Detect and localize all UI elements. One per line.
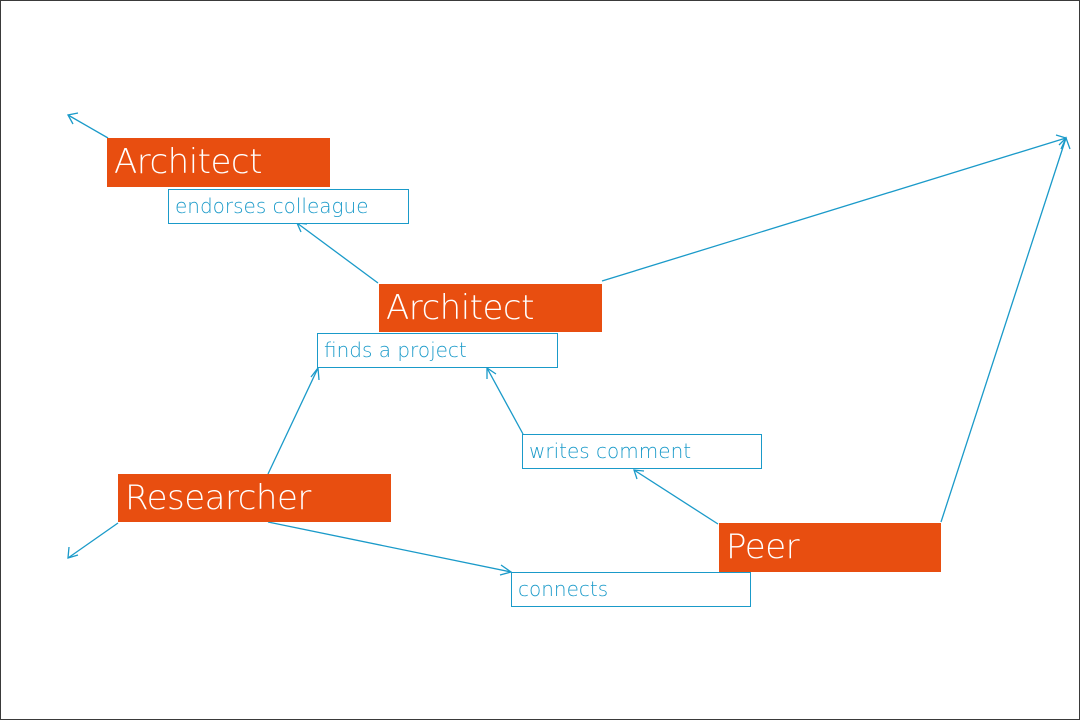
relation-finds-text: finds a project — [324, 338, 467, 362]
edge-architect-to-right — [601, 137, 1067, 282]
edge-peer-to-writes — [633, 469, 719, 525]
relation-endorses-text: endorses colleague — [175, 194, 369, 218]
relation-writes-text: writes comment — [529, 439, 692, 463]
arrowhead-peer-to-right — [1060, 136, 1071, 150]
edge-peer-to-right — [940, 137, 1067, 523]
edge-researcher-to-connects — [267, 521, 512, 573]
relation-writes-comment: writes comment — [522, 434, 762, 469]
node-architect-top: Architect — [107, 138, 330, 187]
node-researcher-text: Researcher — [125, 478, 311, 518]
node-architect-top-text: Architect — [114, 142, 262, 182]
edge-architect-top-outgoing — [67, 114, 109, 139]
relation-connects: connects — [511, 572, 751, 607]
arrowhead-researcher-to-finds — [310, 366, 320, 381]
edge-researcher-outgoing — [67, 522, 119, 559]
relation-connects-text: connects — [518, 577, 609, 601]
arrowhead-peer-to-writes — [633, 469, 645, 480]
relation-finds-a-project: finds a project — [317, 333, 558, 368]
edge-architect-to-endorses — [296, 222, 379, 284]
arrowhead-writes-to-finds — [486, 366, 497, 379]
node-architect-center-text: Architect — [386, 288, 534, 328]
edge-researcher-to-finds — [267, 367, 319, 475]
edge-writes-to-finds — [486, 367, 524, 435]
node-researcher: Researcher — [118, 474, 391, 522]
arrowhead-architect-top-outgoing — [66, 112, 79, 125]
node-peer: Peer — [719, 523, 941, 572]
node-architect-center: Architect — [379, 284, 602, 332]
node-peer-text: Peer — [726, 527, 800, 567]
relation-endorses-colleague: endorses colleague — [168, 189, 409, 224]
arrowhead-researcher-outgoing — [67, 546, 79, 559]
